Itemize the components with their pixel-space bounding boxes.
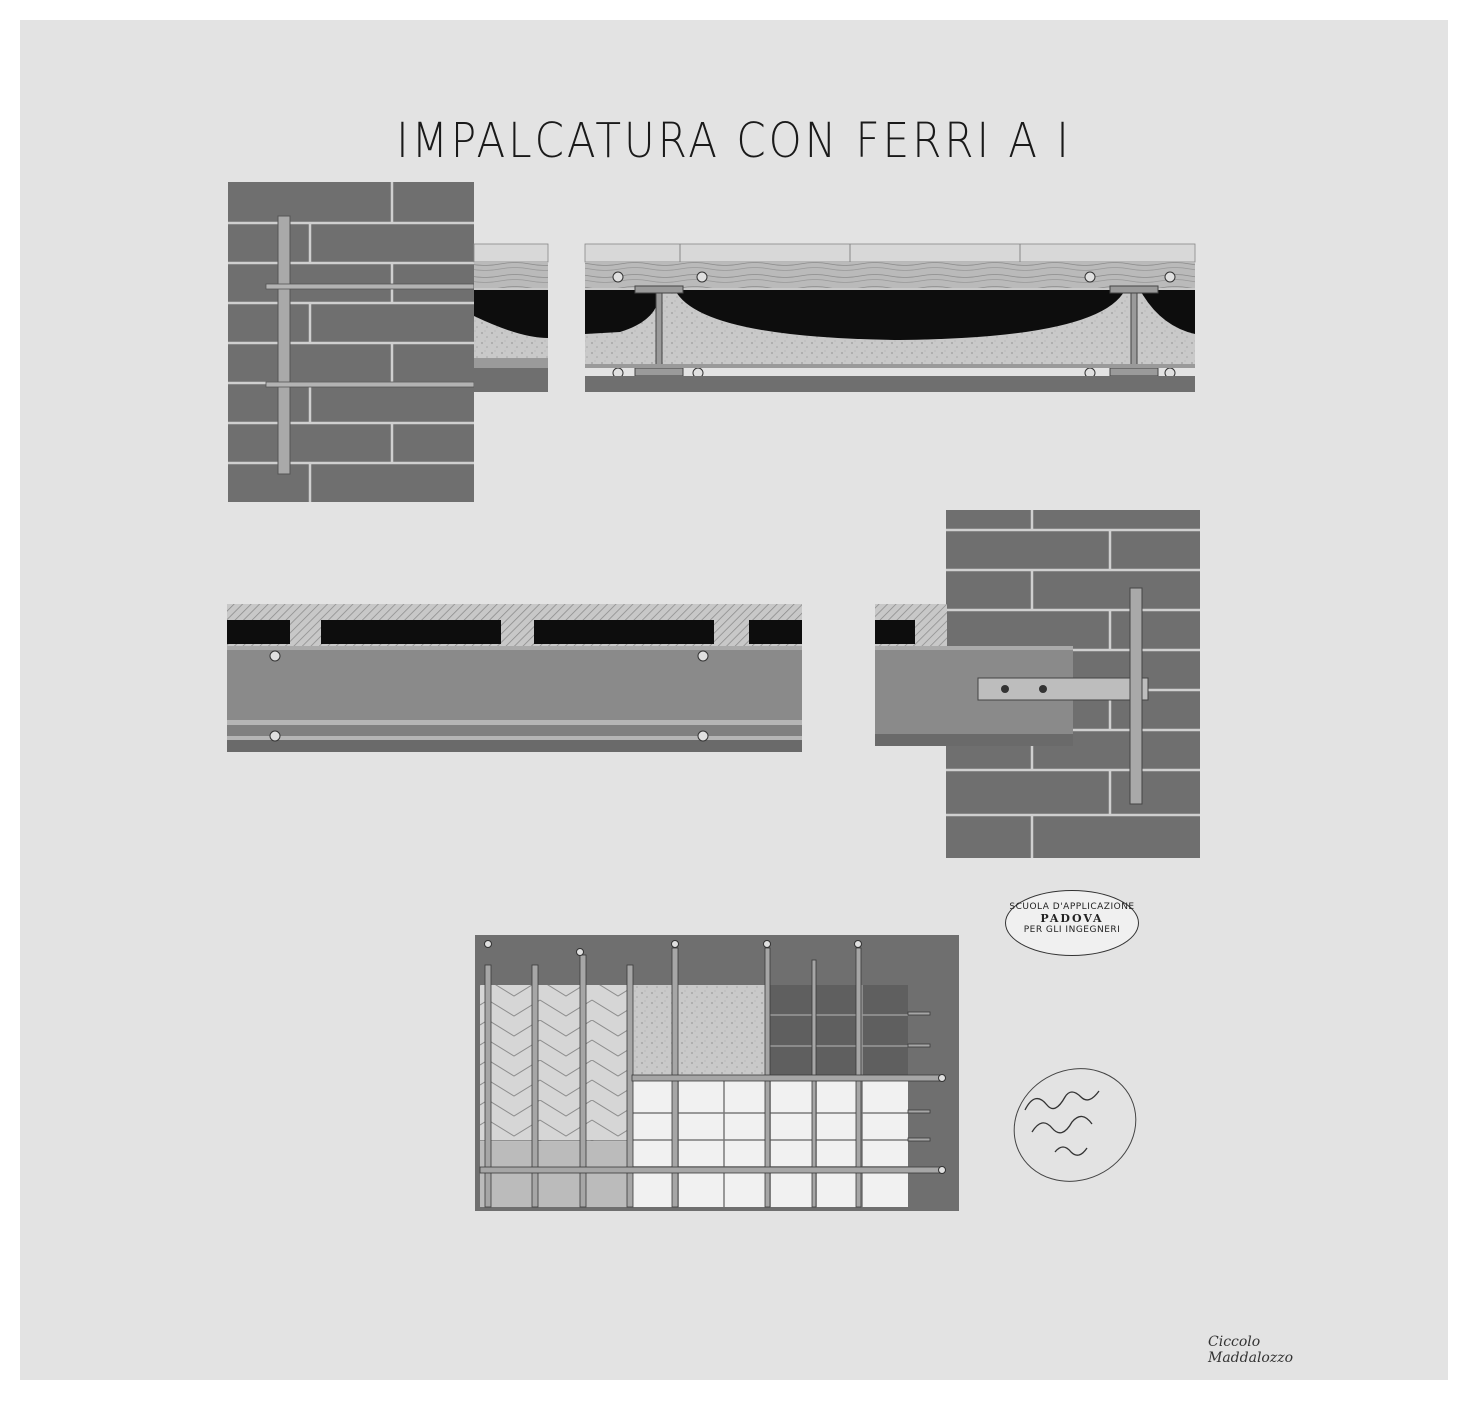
stamp-line-2: PADOVA [1040, 912, 1104, 925]
beam-bearing-wall [875, 510, 1200, 858]
drawing-sheet: IMPALCATURA CON FERRI A I [20, 20, 1448, 1380]
author-signature: Ciccolo Maddalozzo [1208, 1334, 1294, 1366]
floor-section-stub [473, 243, 549, 392]
institution-stamp: SCUOLA D'APPLICAZIONE PADOVA PER GLI ING… [1005, 890, 1139, 956]
handwritten-signature [1013, 1068, 1137, 1182]
floor-section-i-beams [584, 243, 1196, 392]
stamp-line-1: SCUOLA D'APPLICAZIONE [1009, 902, 1135, 912]
plan-view [475, 935, 959, 1211]
drawing-title: IMPALCATURA CON FERRI A I [396, 112, 1072, 169]
wall-elevation-top-left [228, 182, 475, 502]
stamp-line-3: PER GLI INGEGNERI [1023, 925, 1121, 935]
technical-drawing [227, 182, 1200, 1211]
longitudinal-section [227, 604, 802, 752]
